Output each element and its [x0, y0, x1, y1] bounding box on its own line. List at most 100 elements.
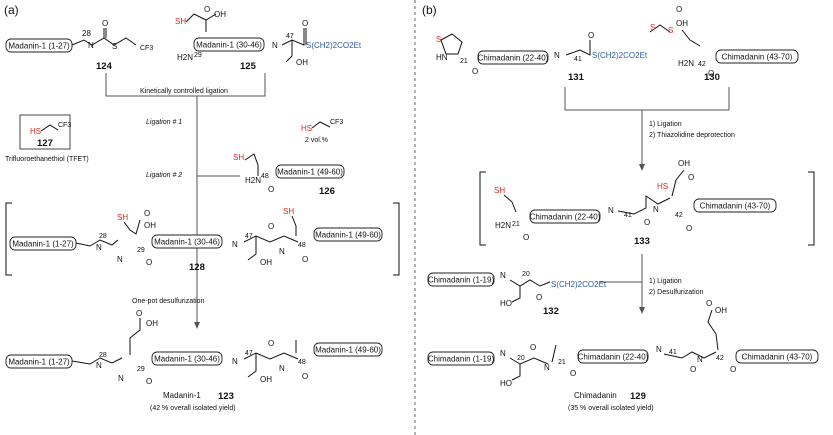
residue-29-label: 29	[137, 247, 145, 254]
residue-47-label: 47	[286, 33, 294, 40]
nh-label: N	[88, 41, 94, 50]
compound-number: 124	[96, 61, 113, 72]
sulfur-label: S	[650, 23, 655, 32]
segment-box	[693, 198, 777, 213]
ligation-join-bracket	[105, 73, 266, 97]
nh-label: N	[96, 243, 102, 252]
compound-124: Madanin-1 (1-27) 28 N O S CF3 124	[5, 19, 153, 72]
tfet-name: Trifluoroethanethiol (TFET)	[5, 156, 89, 163]
oxygen-label: O	[146, 377, 152, 386]
oxygen-label: O	[570, 369, 576, 378]
oxygen-label: O	[644, 218, 650, 227]
step-2-label: 2) Desulfurization	[649, 289, 704, 296]
thiol-label: SH	[283, 207, 294, 216]
residue-41-label: 41	[624, 212, 632, 219]
segment-box	[427, 272, 495, 287]
segment-label: Chimadanin (43-70)	[700, 202, 771, 211]
panel-b-label: (b)	[422, 3, 437, 17]
residue-48-label: 48	[298, 359, 306, 366]
thiol-label: HS	[657, 182, 668, 191]
segment-label: Madanin-1 (49-60)	[315, 231, 381, 240]
segment-label: Madanin-1 (49-60)	[315, 346, 381, 355]
oxygen-label: O	[146, 258, 152, 267]
nh-label: N	[96, 361, 102, 370]
amine-label: H2N	[245, 176, 261, 185]
compound-number: 128	[189, 262, 205, 273]
hydroxyl-label: HO	[500, 379, 512, 388]
desulfurization-label: One-pot desulfurization	[132, 298, 204, 305]
oxygen-label: O	[730, 365, 736, 374]
segment-label: Madanin-1 (1-27)	[12, 240, 74, 249]
segment-box	[427, 351, 495, 366]
oxygen-label: O	[302, 255, 308, 264]
nh-label: N	[554, 51, 560, 60]
segment-label: Madanin-1 (30-46)	[196, 41, 262, 50]
compound-125: SH O OH H2N 29 Madanin-1 (30-46) N 47 O …	[175, 5, 362, 72]
step-1-label: 1) Ligation	[649, 121, 682, 128]
thiol-label: SH	[494, 186, 505, 195]
hydroxyl-label: OH	[296, 58, 308, 67]
oxygen-label: O	[268, 185, 274, 194]
compound-number: 125	[240, 61, 257, 72]
segment-label: Chimadanin (1-19)	[428, 355, 495, 364]
ligation-join-bracket	[564, 87, 730, 111]
thiol-label: HS	[301, 124, 312, 133]
compound-number: 127	[37, 138, 53, 149]
segment-label: Madanin-1 (30-46)	[154, 355, 220, 364]
segment-box	[5, 38, 73, 53]
residue-42-label: 42	[698, 61, 706, 68]
compound-123: Madanin-1 (1-27) 28 N OH O N 29 O Madani…	[5, 309, 383, 412]
thiol-label: SH	[233, 153, 244, 162]
arrowhead	[194, 322, 200, 329]
oxygen-label: O	[688, 173, 694, 182]
nh-label: N	[117, 255, 123, 264]
residue-48-label: 48	[298, 242, 306, 249]
ligation-condition-label: Kinetically controlled ligation	[140, 88, 228, 95]
compound-130: O OH S S H2N 42 O Chimadanin (43-70) 130	[649, 5, 799, 83]
amine-label: H2N	[495, 221, 511, 230]
sulfur-label: S	[112, 42, 117, 51]
nh-label: N	[279, 364, 285, 373]
oxygen-label: O	[102, 19, 108, 28]
step-1-label: 1) Ligation	[649, 278, 682, 285]
arrowhead	[639, 164, 645, 171]
compound-129: Chimadanin (1-19) N 20 HO O N 21 O Chima…	[427, 299, 819, 412]
right-bracket	[393, 202, 400, 276]
segment-label: Madanin-1 (1-27)	[8, 42, 70, 51]
oxygen-label: O	[302, 372, 308, 381]
tfet-reagent: HS CF3 127 Trifluoroethanethiol (TFET)	[5, 114, 89, 163]
compound-133: SH H2N 21 O Chimadanin (22-40) N 41 O N …	[494, 159, 777, 247]
nh-label: N	[118, 374, 124, 383]
compound-number: 133	[634, 236, 650, 247]
oh-label: OH	[146, 319, 158, 328]
left-bracket	[479, 171, 486, 246]
oh-label: OH	[144, 221, 156, 230]
residue-28-label: 28	[82, 29, 91, 38]
amine-label: H2N	[678, 59, 694, 68]
residue-41-label: 41	[574, 56, 582, 63]
oxygen-label: O	[302, 19, 308, 28]
residue-41-label: 41	[669, 349, 677, 356]
residue-42-label: 42	[716, 355, 724, 362]
oh-label: OH	[214, 10, 226, 19]
right-bracket	[808, 171, 815, 246]
segment-box	[313, 227, 383, 242]
oxygen-label: O	[706, 299, 712, 308]
segment-label: Chimadanin (43-70)	[722, 53, 793, 62]
oh-label: OH	[715, 306, 727, 315]
thiazolidine-ring	[440, 33, 463, 55]
oxygen-label: O	[268, 222, 274, 231]
residue-29-label: 29	[137, 366, 145, 373]
compound-number: 130	[704, 72, 720, 83]
compound-number: 131	[568, 72, 585, 83]
ligation-1-label: Ligation # 1	[146, 119, 182, 126]
yield-label: (42 % overall isolated yield)	[150, 405, 236, 412]
residue-21-label: 21	[558, 359, 566, 366]
volume-label: 2 vol.%	[305, 137, 328, 144]
oxygen-label: O	[676, 5, 682, 14]
thiol-label: SH	[117, 213, 128, 222]
yield-label: (35 % overall isolated yield)	[568, 405, 654, 412]
compound-128: Madanin-1 (1-27) 28 N SH OH O N 29 O Mad…	[9, 207, 383, 273]
